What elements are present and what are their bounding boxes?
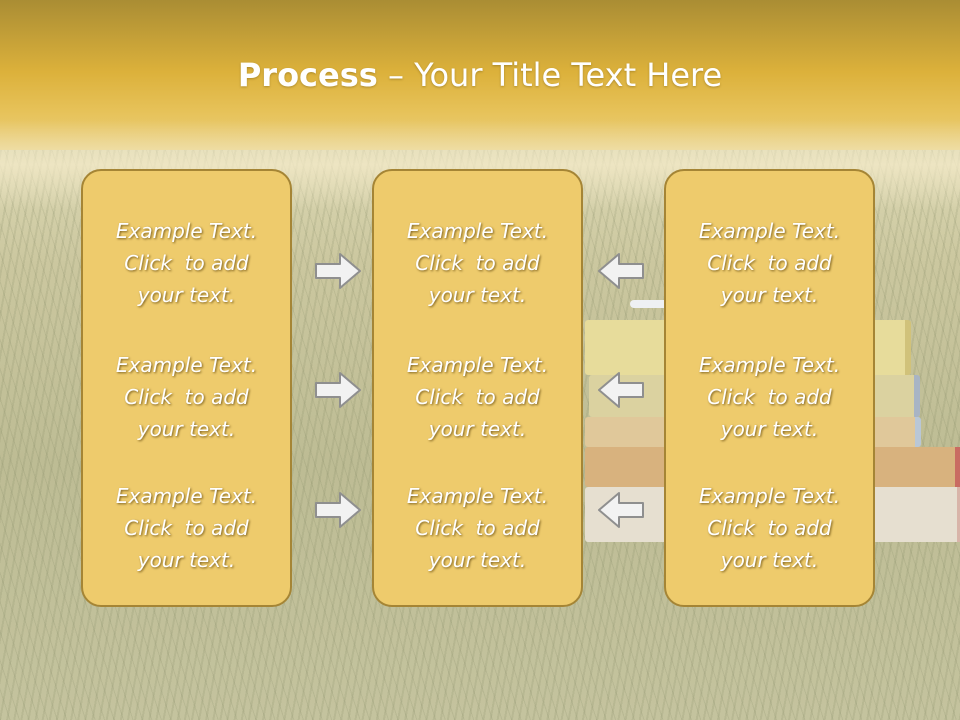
text-line: your text. <box>720 417 819 441</box>
text-line: your text. <box>720 283 819 307</box>
text-line: Click to add <box>415 516 540 540</box>
text-placeholder[interactable]: Example Text. Click to add your text. <box>374 215 581 311</box>
text-placeholder[interactable]: Example Text. Click to add your text. <box>666 480 873 576</box>
text-line: Example Text. <box>115 353 258 377</box>
text-placeholder[interactable]: Example Text. Click to add your text. <box>83 215 290 311</box>
text-line: Click to add <box>124 251 249 275</box>
title-rest: – Your Title Text Here <box>377 56 723 94</box>
text-line: Example Text. <box>406 219 549 243</box>
process-box-left[interactable]: Example Text. Click to add your text. Ex… <box>81 169 292 607</box>
arrow-right-icon[interactable] <box>314 251 362 291</box>
pen <box>630 300 670 308</box>
text-line: Click to add <box>707 251 832 275</box>
text-placeholder[interactable]: Example Text. Click to add your text. <box>374 349 581 445</box>
arrow-right-icon[interactable] <box>314 370 362 410</box>
text-line: your text. <box>720 548 819 572</box>
text-line: your text. <box>137 283 236 307</box>
text-line: your text. <box>137 548 236 572</box>
text-line: Click to add <box>707 385 832 409</box>
slide-title[interactable]: Process – Your Title Text Here <box>0 52 960 98</box>
process-box-right[interactable]: Example Text. Click to add your text. Ex… <box>664 169 875 607</box>
text-line: your text. <box>428 283 527 307</box>
text-line: Click to add <box>124 385 249 409</box>
process-box-middle[interactable]: Example Text. Click to add your text. Ex… <box>372 169 583 607</box>
text-line: Click to add <box>415 385 540 409</box>
arrow-left-icon[interactable] <box>597 251 645 291</box>
text-line: Example Text. <box>698 353 841 377</box>
text-placeholder[interactable]: Example Text. Click to add your text. <box>666 215 873 311</box>
text-line: Click to add <box>124 516 249 540</box>
text-line: your text. <box>428 417 527 441</box>
text-line: Click to add <box>415 251 540 275</box>
arrow-left-icon[interactable] <box>597 370 645 410</box>
text-line: Example Text. <box>115 219 258 243</box>
text-placeholder[interactable]: Example Text. Click to add your text. <box>666 349 873 445</box>
title-bold: Process <box>237 56 378 94</box>
text-line: Example Text. <box>698 219 841 243</box>
arrow-right-icon[interactable] <box>314 490 362 530</box>
text-line: Example Text. <box>698 484 841 508</box>
text-line: your text. <box>428 548 527 572</box>
text-placeholder[interactable]: Example Text. Click to add your text. <box>83 349 290 445</box>
text-line: Click to add <box>707 516 832 540</box>
text-placeholder[interactable]: Example Text. Click to add your text. <box>374 480 581 576</box>
arrow-left-icon[interactable] <box>597 490 645 530</box>
text-line: Example Text. <box>406 353 549 377</box>
text-line: Example Text. <box>406 484 549 508</box>
text-line: Example Text. <box>115 484 258 508</box>
text-line: your text. <box>137 417 236 441</box>
text-placeholder[interactable]: Example Text. Click to add your text. <box>83 480 290 576</box>
